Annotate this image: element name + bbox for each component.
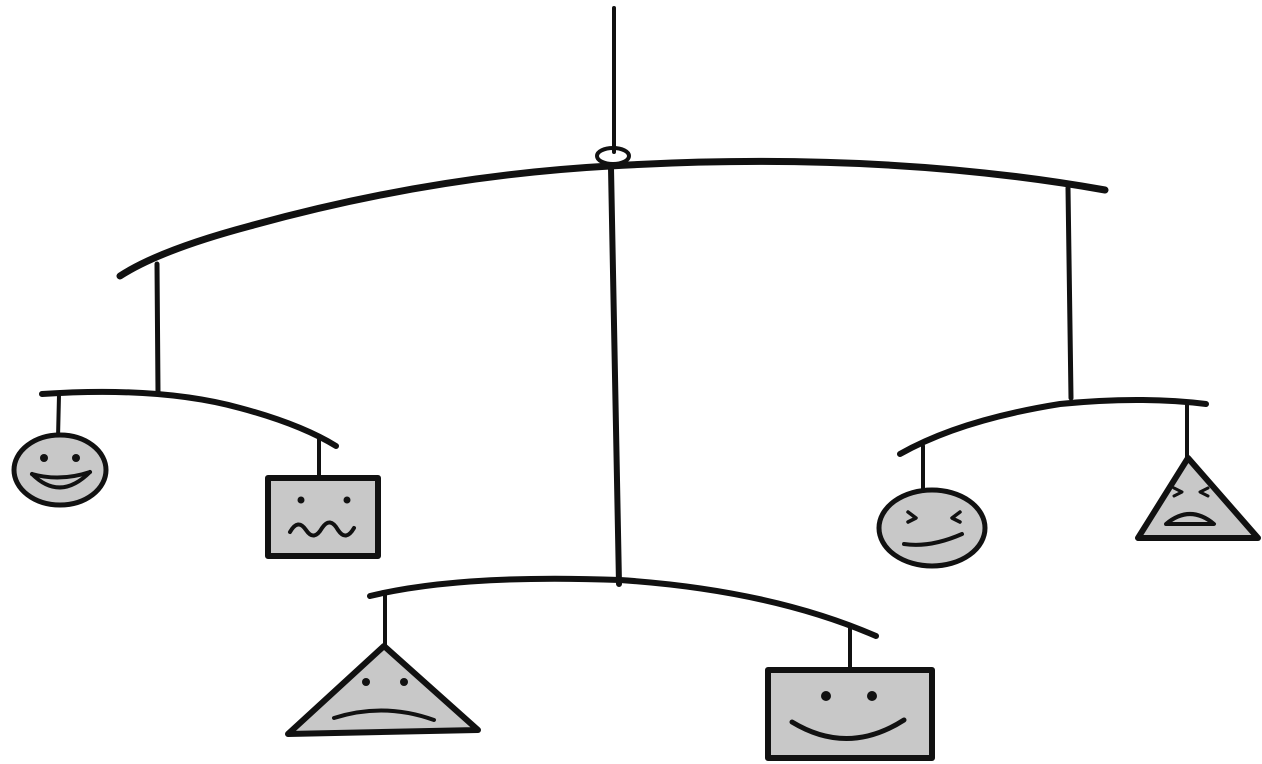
- center-rod: [608, 165, 622, 587]
- happy-square-face: [765, 667, 935, 761]
- top-balance-bar: [116, 157, 1109, 280]
- bottom-sub-mobile: [367, 575, 879, 672]
- worried-square-face: [265, 475, 381, 559]
- right-sub-mobile: [897, 185, 1209, 496]
- upset-triangle-face: [1135, 455, 1261, 541]
- smirk-circle-face: [876, 487, 988, 569]
- top-string: [595, 6, 631, 166]
- sad-triangle-face: [285, 643, 481, 737]
- left-sub-mobile: [39, 261, 339, 480]
- happy-circle-face: [11, 432, 109, 508]
